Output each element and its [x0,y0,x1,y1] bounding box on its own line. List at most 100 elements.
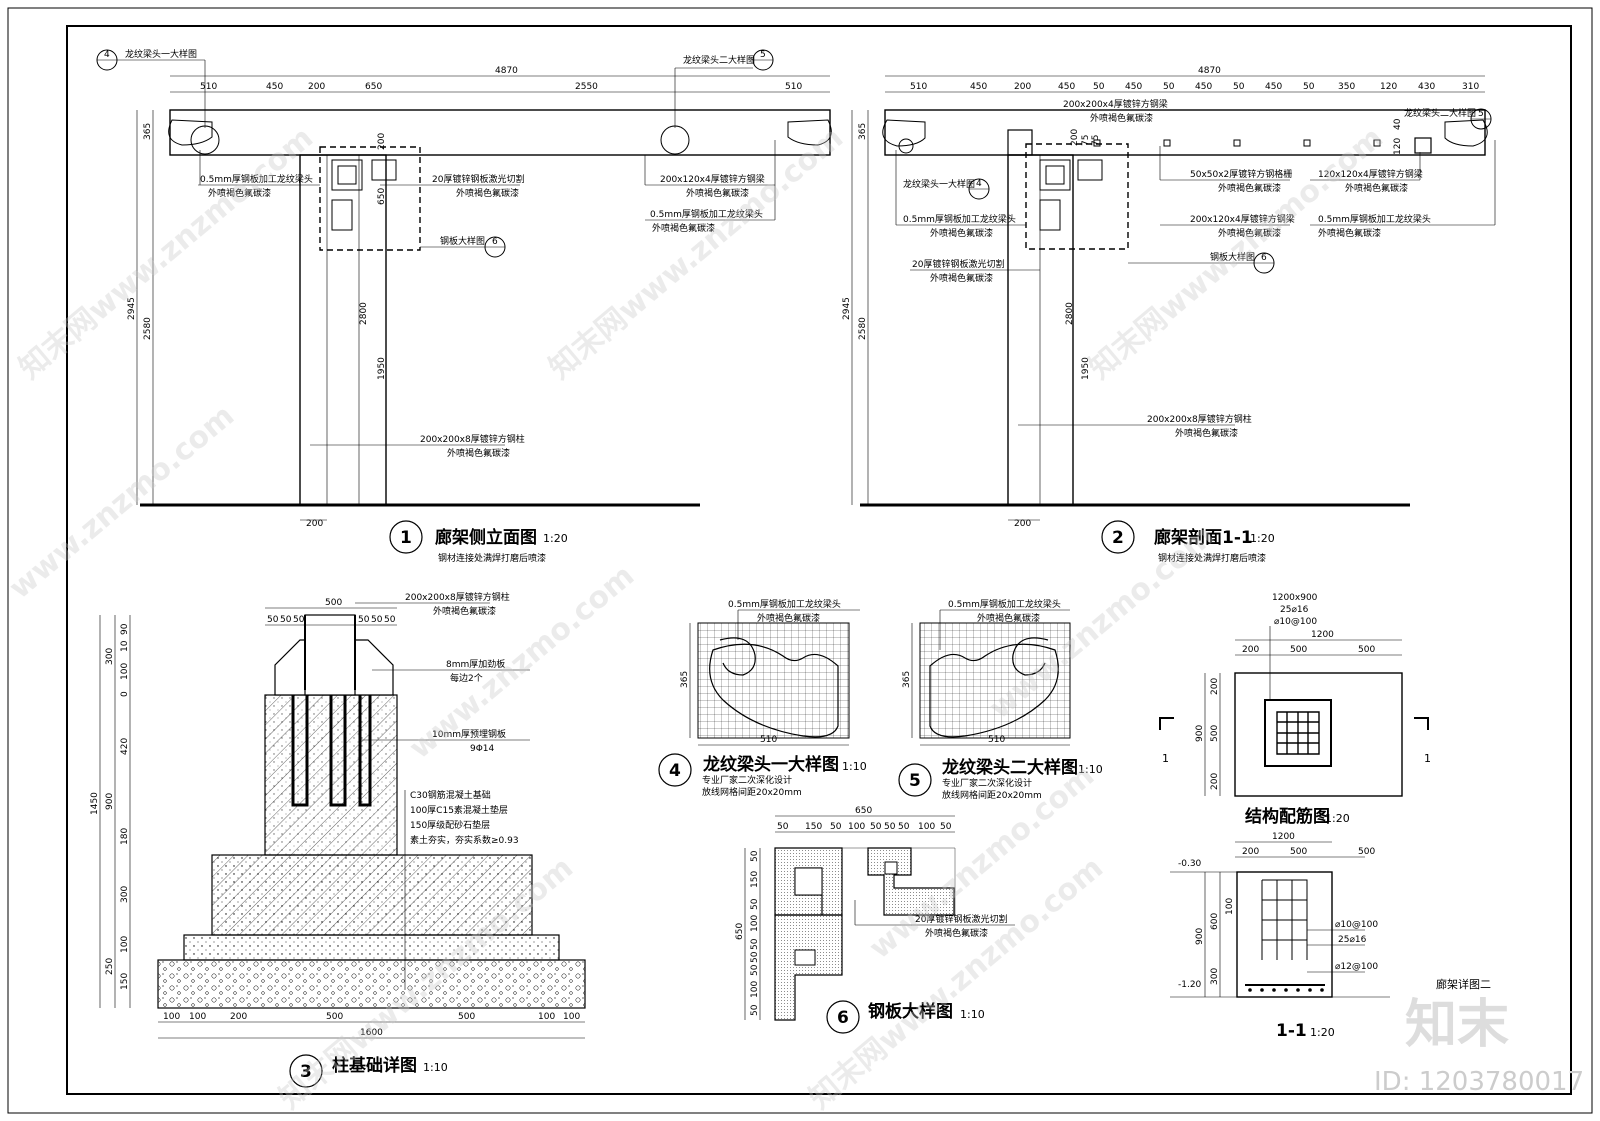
v2-dim: 50 [1233,82,1245,92]
view5-dragon-head-2: 0.5mm厚钢板加工龙纹梁头 外喷褐色氟碳漆 510 365 5 龙纹梁头二大样… [898,598,1103,801]
section-mark: 1 [1424,752,1431,765]
v8-dim: 200 [1242,847,1259,857]
v2-dim-v: 2945 [842,297,852,320]
v1-dim-v: 2800 [359,302,369,325]
v5-dim: 510 [988,735,1005,745]
v7-dim-v: 200 [1210,773,1220,790]
v3-dim: 50 [267,615,279,625]
v2-dim: 430 [1418,82,1435,92]
v2-title: 廊架剖面1-1 [1154,527,1253,548]
view7-rebar-plan: 1 1 1200x900 25⌀16 ⌀10@100 1200 200 500 … [1159,593,1431,827]
v8-dim: 500 [1358,847,1375,857]
v6-title: 钢板大样图 [868,1001,953,1022]
v3-dim: 200 [230,1012,247,1022]
v6-dim: 50 [830,822,842,832]
v4-dim: 510 [760,735,777,745]
plate-detail-box [319,146,421,251]
v1-label: 0.5mm厚钢板加工龙纹梁头 [200,173,313,185]
v8-dim: 500 [1290,847,1307,857]
v2-label: 外喷褐色氟碳漆 [930,272,993,284]
v3-dim-v: 150 [120,973,130,990]
v1-label: 外喷褐色氟碳漆 [652,222,715,234]
v2-dim-col: 200 [1014,519,1031,529]
v3-label: 10mm厚预埋钢板 [432,728,506,740]
v5-note: 放线网格间距20x20mm [942,789,1042,801]
brand-logo: 知末 [1405,995,1509,1055]
v6-dim: 100 [918,822,935,832]
callout-num: 6 [1261,253,1267,263]
v2-dim: 200 [1014,82,1031,92]
v2-label: 外喷褐色氟碳漆 [1090,112,1153,124]
v4-label: 0.5mm厚钢板加工龙纹梁头 [728,598,841,610]
watermark: www.znzmo.com [3,398,241,606]
steel-column [304,614,356,696]
v2-label: 外喷褐色氟碳漆 [930,227,993,239]
v1-label: 200x120x4厚镀锌方钢梁 [660,173,765,185]
v3-dim: 100 [563,1012,580,1022]
v5-scale: 1:10 [1078,763,1103,776]
v7-dim: 500 [1358,645,1375,655]
v3-label: C30钢筋混凝土基础 [410,789,491,801]
v2-dim-v: 75 [1081,135,1091,146]
v2-label: 外喷褐色氟碳漆 [1218,227,1281,239]
callout-num: 6 [492,237,498,247]
watermark: www.znzmo.com [403,558,641,766]
v7-dim: 200 [1242,645,1259,655]
v8-dim-v: 100 [1225,898,1235,915]
v2-dim-v: 120 [1393,138,1403,155]
v2-dim-v: 365 [858,123,868,140]
v2-label: 龙纹梁头一大样图 [903,178,975,190]
v1-dim-col: 200 [306,519,323,529]
v1-dim: 650 [365,82,382,92]
v2-dim: 450 [1125,82,1142,92]
watermark: 知末网www.znzmo.com [543,120,850,386]
v7-title: 结构配筋图 [1245,806,1330,827]
v1-dim: 200 [308,82,325,92]
v3-dim: 50 [280,615,292,625]
v3-dim-v: 300 [120,886,130,903]
v6-dim: 50 [777,822,789,832]
v4-note: 专业厂家二次深化设计 [702,774,792,786]
v2-dim: 450 [1058,82,1075,92]
v3-dim-v: 1450 [90,792,100,815]
view1-side-elevation: 4870 510 450 200 650 2550 510 365 2945 2… [96,48,832,564]
v2-label: 50x50x2厚镀锌方钢格栅 [1190,168,1292,180]
v1-label: 20厚镀锌钢板激光切割 [432,173,524,185]
v2-label: 200x120x4厚镀锌方钢梁 [1190,213,1295,225]
v2-dim: 50 [1163,82,1175,92]
v6-dim: 50 [940,822,952,832]
v1-label: 外喷褐色氟碳漆 [686,187,749,199]
v6-dim: 50 [884,822,896,832]
v1-label: 外喷褐色氟碳漆 [447,447,510,459]
v3-label: 150厚级配砂石垫层 [410,819,490,831]
v2-dim: 350 [1338,82,1355,92]
v7-scale: 1:20 [1325,812,1350,825]
v6-dim-v: 100 [750,915,760,932]
view6-steel-plate: 650 50 150 50 100 50 50 50 100 50 650 50… [735,806,1015,1034]
v2-dim-total: 4870 [1198,66,1221,76]
v1-dim: 450 [266,82,283,92]
v6-dim: 50 [898,822,910,832]
v3-dim: 50 [384,615,396,625]
level-mark: -1.20 [1178,980,1202,990]
v2-dim-v: 40 [1393,118,1403,130]
v1-note: 钢材连接处满焊打磨后喷漆 [438,552,546,564]
v6-dim-v: 50 [750,898,760,910]
v7-dim-v: 200 [1210,678,1220,695]
v7-text: 1200x900 [1272,593,1318,603]
callout-num: 4 [104,50,110,60]
v2-label: 外喷褐色氟碳漆 [1318,227,1381,239]
v4-num: 4 [669,761,681,781]
v3-dim-v: 900 [105,793,115,810]
v7-dim-v: 500 [1210,725,1220,742]
v2-label: 200x200x8厚镀锌方钢柱 [1147,413,1252,425]
v1-dim: 2550 [575,82,598,92]
v2-label: 200x200x4厚镀锌方钢梁 [1063,98,1168,110]
v6-dim: 50 [870,822,882,832]
v4-note: 放线网格间距20x20mm [702,786,802,798]
v3-dim: 500 [325,598,342,608]
v1-label: 200x200x8厚镀锌方钢柱 [420,433,525,445]
v5-num: 5 [909,771,921,791]
v2-dim-v: 1950 [1081,357,1091,380]
